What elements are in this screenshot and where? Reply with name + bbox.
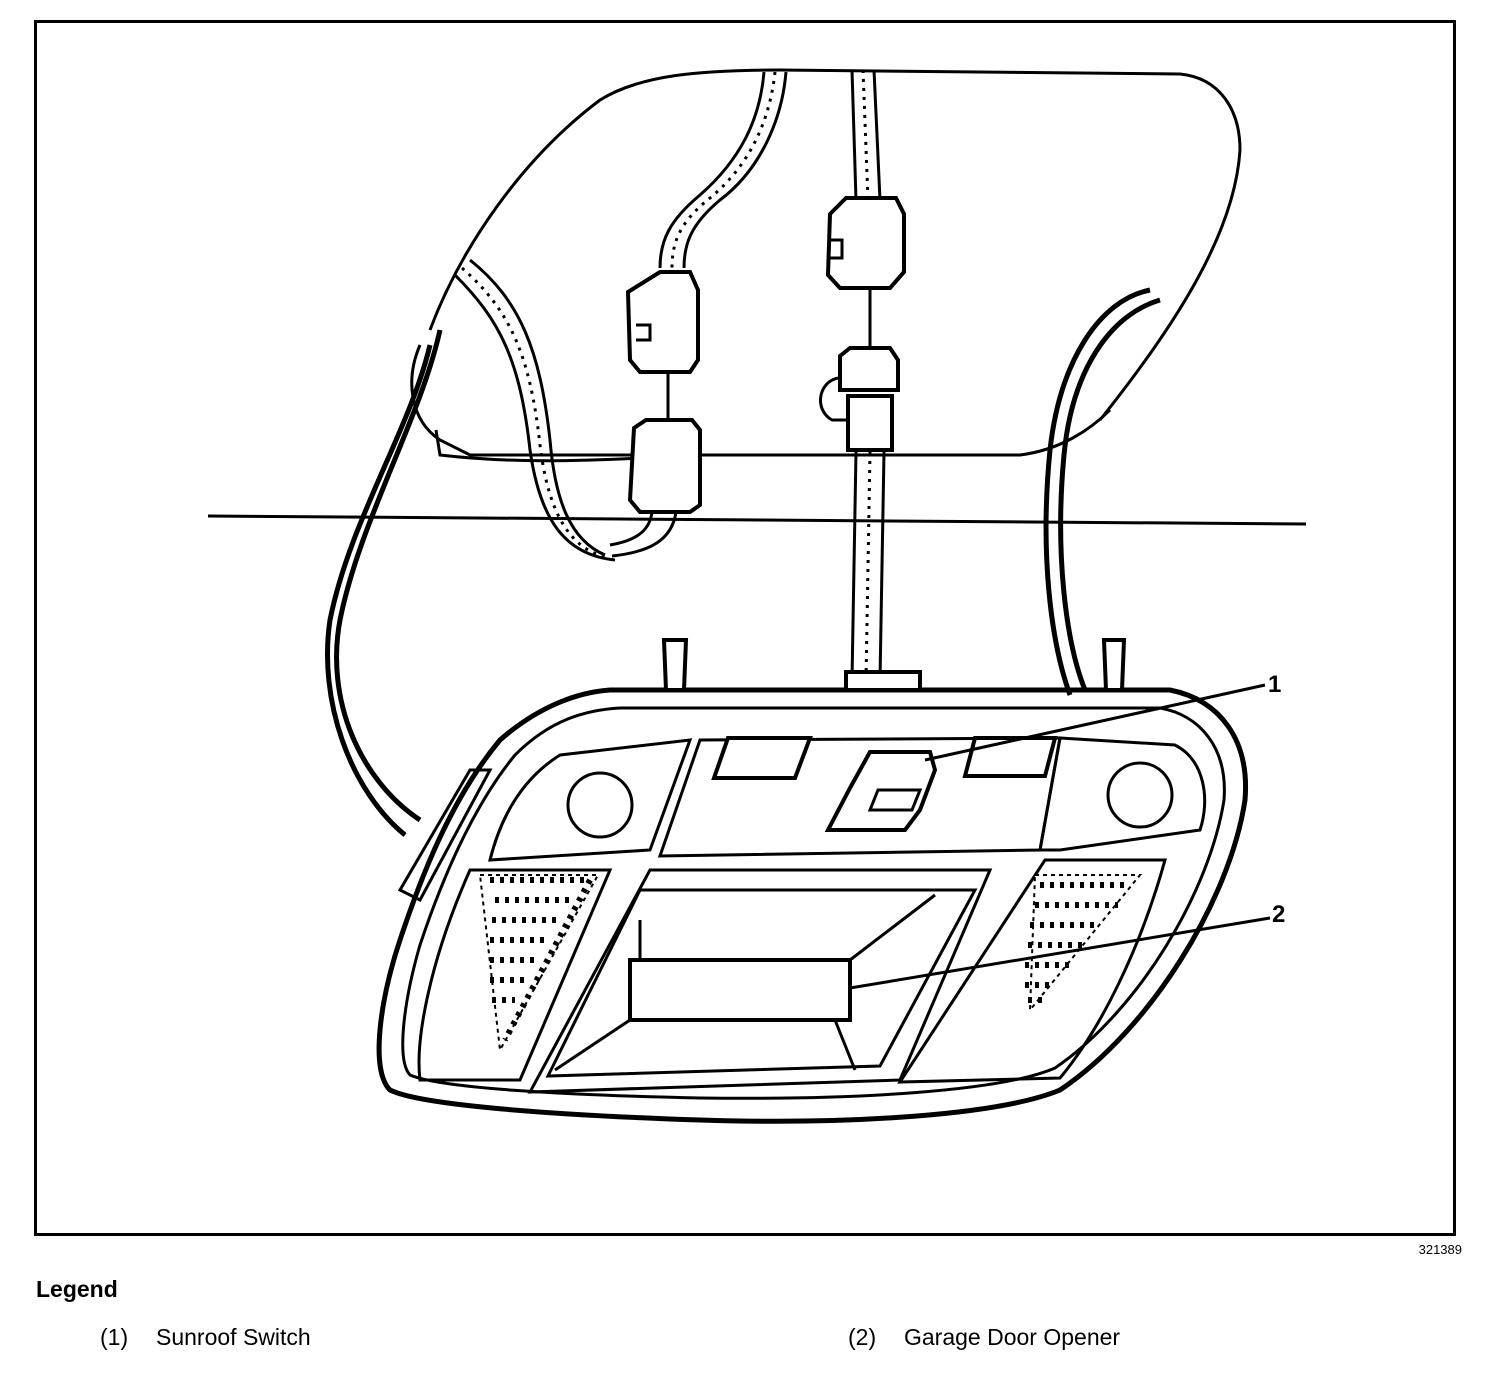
connector-a-upper bbox=[625, 270, 700, 374]
center-loom bbox=[850, 451, 886, 681]
right-speaker-grille bbox=[897, 858, 1167, 1084]
callout-1: 1 bbox=[924, 671, 1281, 762]
garage-door-opener-compartment bbox=[527, 868, 993, 1094]
callout-1-label: 1 bbox=[1268, 671, 1281, 698]
legend-item-number: (2) bbox=[848, 1324, 877, 1350]
upper-compartment bbox=[488, 736, 1207, 862]
right-wire bbox=[1043, 287, 1161, 696]
legend-item-label: Sunroof Switch bbox=[156, 1324, 311, 1350]
roof-panel bbox=[207, 68, 1307, 526]
connector-b-lower bbox=[819, 346, 900, 452]
legend-title: Legend bbox=[36, 1276, 118, 1302]
callout-2: 2 bbox=[849, 901, 1285, 990]
legend-item-label: Garage Door Opener bbox=[904, 1324, 1121, 1350]
legend-item-number: (1) bbox=[100, 1324, 129, 1350]
figure-id: 321389 bbox=[1418, 1242, 1462, 1257]
left-speaker-grille bbox=[417, 868, 613, 1082]
left-wire bbox=[325, 329, 443, 837]
diagram-frame bbox=[34, 20, 1456, 1236]
left-harness bbox=[658, 71, 788, 269]
legend-item-garage-door-opener: (2) Garage Door Opener bbox=[848, 1324, 1120, 1351]
connector-a-lower bbox=[627, 418, 702, 514]
center-harness bbox=[850, 69, 882, 201]
overhead-console-illustration: 1 2 bbox=[207, 68, 1307, 1124]
left-loom bbox=[453, 258, 678, 562]
connector-b-upper bbox=[825, 196, 906, 290]
overhead-console bbox=[376, 638, 1249, 1124]
callout-2-label: 2 bbox=[1272, 901, 1285, 928]
legend-item-sunroof-switch: (1) Sunroof Switch bbox=[100, 1324, 311, 1351]
sunroof-switch bbox=[824, 750, 938, 832]
